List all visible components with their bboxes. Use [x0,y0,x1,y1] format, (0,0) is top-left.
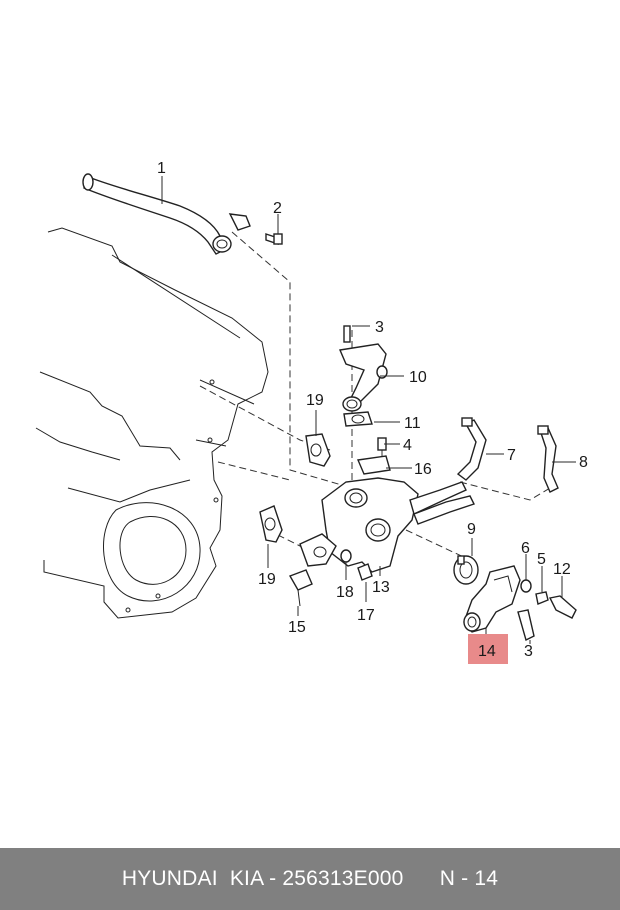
label-11: 11 [404,415,421,432]
label-3a: 3 [375,319,384,336]
label-16: 16 [414,461,432,478]
label-10: 10 [409,369,427,386]
highlight-box-14 [468,634,508,664]
label-15: 15 [288,619,306,636]
part-sensor-15 [288,569,313,607]
part-housing-13 [299,477,475,573]
label-13: 13 [372,579,390,596]
part-nut-5 [535,591,549,605]
label-2: 2 [273,200,282,217]
label-14: 14 [478,643,496,660]
part-washer-6 [520,579,532,593]
part-gasket-19b [259,505,283,543]
label-5: 5 [537,551,546,568]
footer-gap [404,867,440,891]
part-nut-17 [357,563,373,581]
label-19a: 19 [306,392,324,409]
part-stud-12 [548,595,577,619]
label-1: 1 [157,160,166,177]
engine-block-outline [35,227,269,619]
label-8: 8 [579,454,588,471]
part-labels: 1 2 3 10 19 11 4 16 7 8 9 6 5 12 19 18 1… [157,160,588,660]
part-hose-8 [537,425,559,493]
part-gasket-19a [305,433,331,467]
label-17: 17 [357,607,375,624]
part-water-pipe [82,173,251,255]
label-6: 6 [521,540,530,557]
label-3b: 3 [524,643,533,660]
label-19b: 19 [258,571,276,588]
label-4: 4 [403,437,412,454]
part-gasket-11 [343,411,373,427]
part-bolt-2 [265,233,283,245]
part-thermostat-9 [453,555,479,585]
part-washer-18 [340,549,352,563]
label-7: 7 [507,447,516,464]
leader-lines [161,176,576,644]
label-12: 12 [553,561,571,578]
part-water-outlet [339,325,388,412]
part-bolt-3b [517,609,535,642]
footer-ref: N - 14 [439,867,499,890]
part-number-footer: HYUNDAI KIA - 256313E000 N - 14 [0,848,620,910]
part-hose-7 [456,417,487,481]
footer-brand-part: HYUNDAI KIA - 256313E000 [121,867,404,890]
parts-diagram: 1 2 3 10 19 11 4 16 7 8 9 6 5 12 19 18 1… [35,160,588,664]
part-bracket-16 [356,455,391,475]
label-18: 18 [336,584,354,601]
label-9: 9 [467,521,476,538]
